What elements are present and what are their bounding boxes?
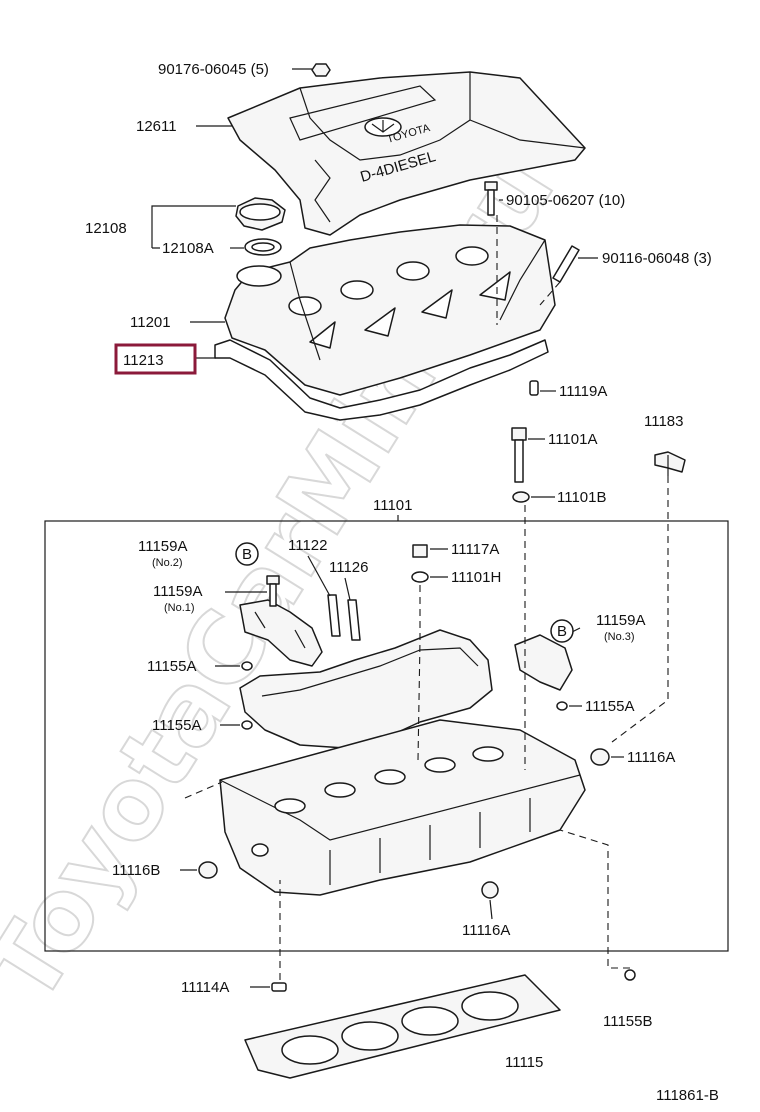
nut-90176-icon [311,63,331,77]
label-11101b[interactable]: 11101B [557,489,607,506]
oil-filler-cap-12108 [235,197,286,231]
part-11183-icon [654,451,686,473]
pin-11114a-icon [271,982,287,992]
label-11155a-1[interactable]: 11155A [147,658,197,675]
engine-cover-12611: TOYOTA D-4DIESEL [227,71,586,236]
label-11101h[interactable]: 11101H [451,569,501,586]
highlight-box [114,343,197,375]
label-12108[interactable]: 12108 [85,220,127,237]
label-90105-06207[interactable]: 90105-06207 (10) [506,192,625,209]
dashed-guides [184,215,669,980]
label-11159a-no1[interactable]: 11159A [153,583,203,600]
bearing-cap-no1 [239,599,323,667]
bolt-90105-icon [484,181,498,216]
bolt-11101a-icon [511,427,527,483]
label-11115[interactable]: 11115 [505,1054,543,1071]
plug-11119a-icon [529,380,539,396]
label-11101[interactable]: 11101 [373,497,413,514]
label-11155a-2[interactable]: 11155A [152,717,202,734]
label-11183[interactable]: 11183 [644,413,684,430]
label-11122[interactable]: 11122 [288,537,328,554]
label-11155a-3[interactable]: 11155A [585,698,635,715]
cylinder-head-11101 [219,719,586,896]
marker-b-3-text: B [557,623,567,640]
label-no2: (No.2) [152,557,183,569]
label-no1: (No.1) [164,602,195,614]
washer-11101h-icon [411,571,429,583]
washer-11155a-2-icon [241,720,253,730]
label-11116a-1[interactable]: 11116A [627,749,675,766]
figure-code: 111861-B [656,1087,719,1104]
part-11122-icon [327,594,341,637]
plug-11117a-icon [412,544,428,558]
label-12108a[interactable]: 12108A [162,240,214,257]
washer-11155a-1-icon [241,661,253,671]
label-90116-06048[interactable]: 90116-06048 (3) [602,250,712,267]
bolt-11159a-no1-icon [266,575,280,607]
label-11213[interactable]: 11213 [123,352,164,369]
label-11119a[interactable]: 11119A [559,383,607,400]
plug-11116a-bottom-icon [481,881,499,899]
marker-b-1 [235,542,259,566]
camshaft-housing [239,629,493,749]
head-gasket-11115 [244,974,561,1079]
plug-11116a-right-icon [590,748,610,766]
bearing-cap-no3 [514,634,573,691]
cylinder-head-box [44,520,729,952]
label-11201[interactable]: 11201 [130,314,171,331]
marker-b-3 [550,619,574,643]
label-11159a-no2[interactable]: 11159A [138,538,188,555]
washer-11155a-3-icon [556,701,568,711]
label-90176-06045[interactable]: 90176-06045 (5) [158,61,269,78]
cap-gasket-12108a [244,238,282,256]
label-11159a-no3[interactable]: 11159A [596,612,646,629]
part-11126-icon [347,599,361,641]
leader-lines [151,68,669,988]
plug-11116b-icon [198,861,218,879]
label-11117a[interactable]: 11117A [451,541,499,558]
valve-cover-11201 [224,224,556,396]
label-11101a[interactable]: 11101A [548,431,598,448]
washer-11155b-icon [624,969,636,981]
label-11155b[interactable]: 11155B [603,1013,653,1030]
valve-cover-gasket-11213 [214,339,549,421]
label-11114a[interactable]: 11114A [181,979,229,996]
washer-11101b-icon [512,491,530,503]
label-12611[interactable]: 12611 [136,118,177,135]
label-11126[interactable]: 11126 [329,559,369,576]
label-no3: (No.3) [604,631,635,643]
stud-90116-icon [552,245,580,283]
label-11116a-2[interactable]: 11116A [462,922,510,939]
label-11116b[interactable]: 11116B [112,862,160,879]
marker-b-1-text: B [242,546,252,563]
